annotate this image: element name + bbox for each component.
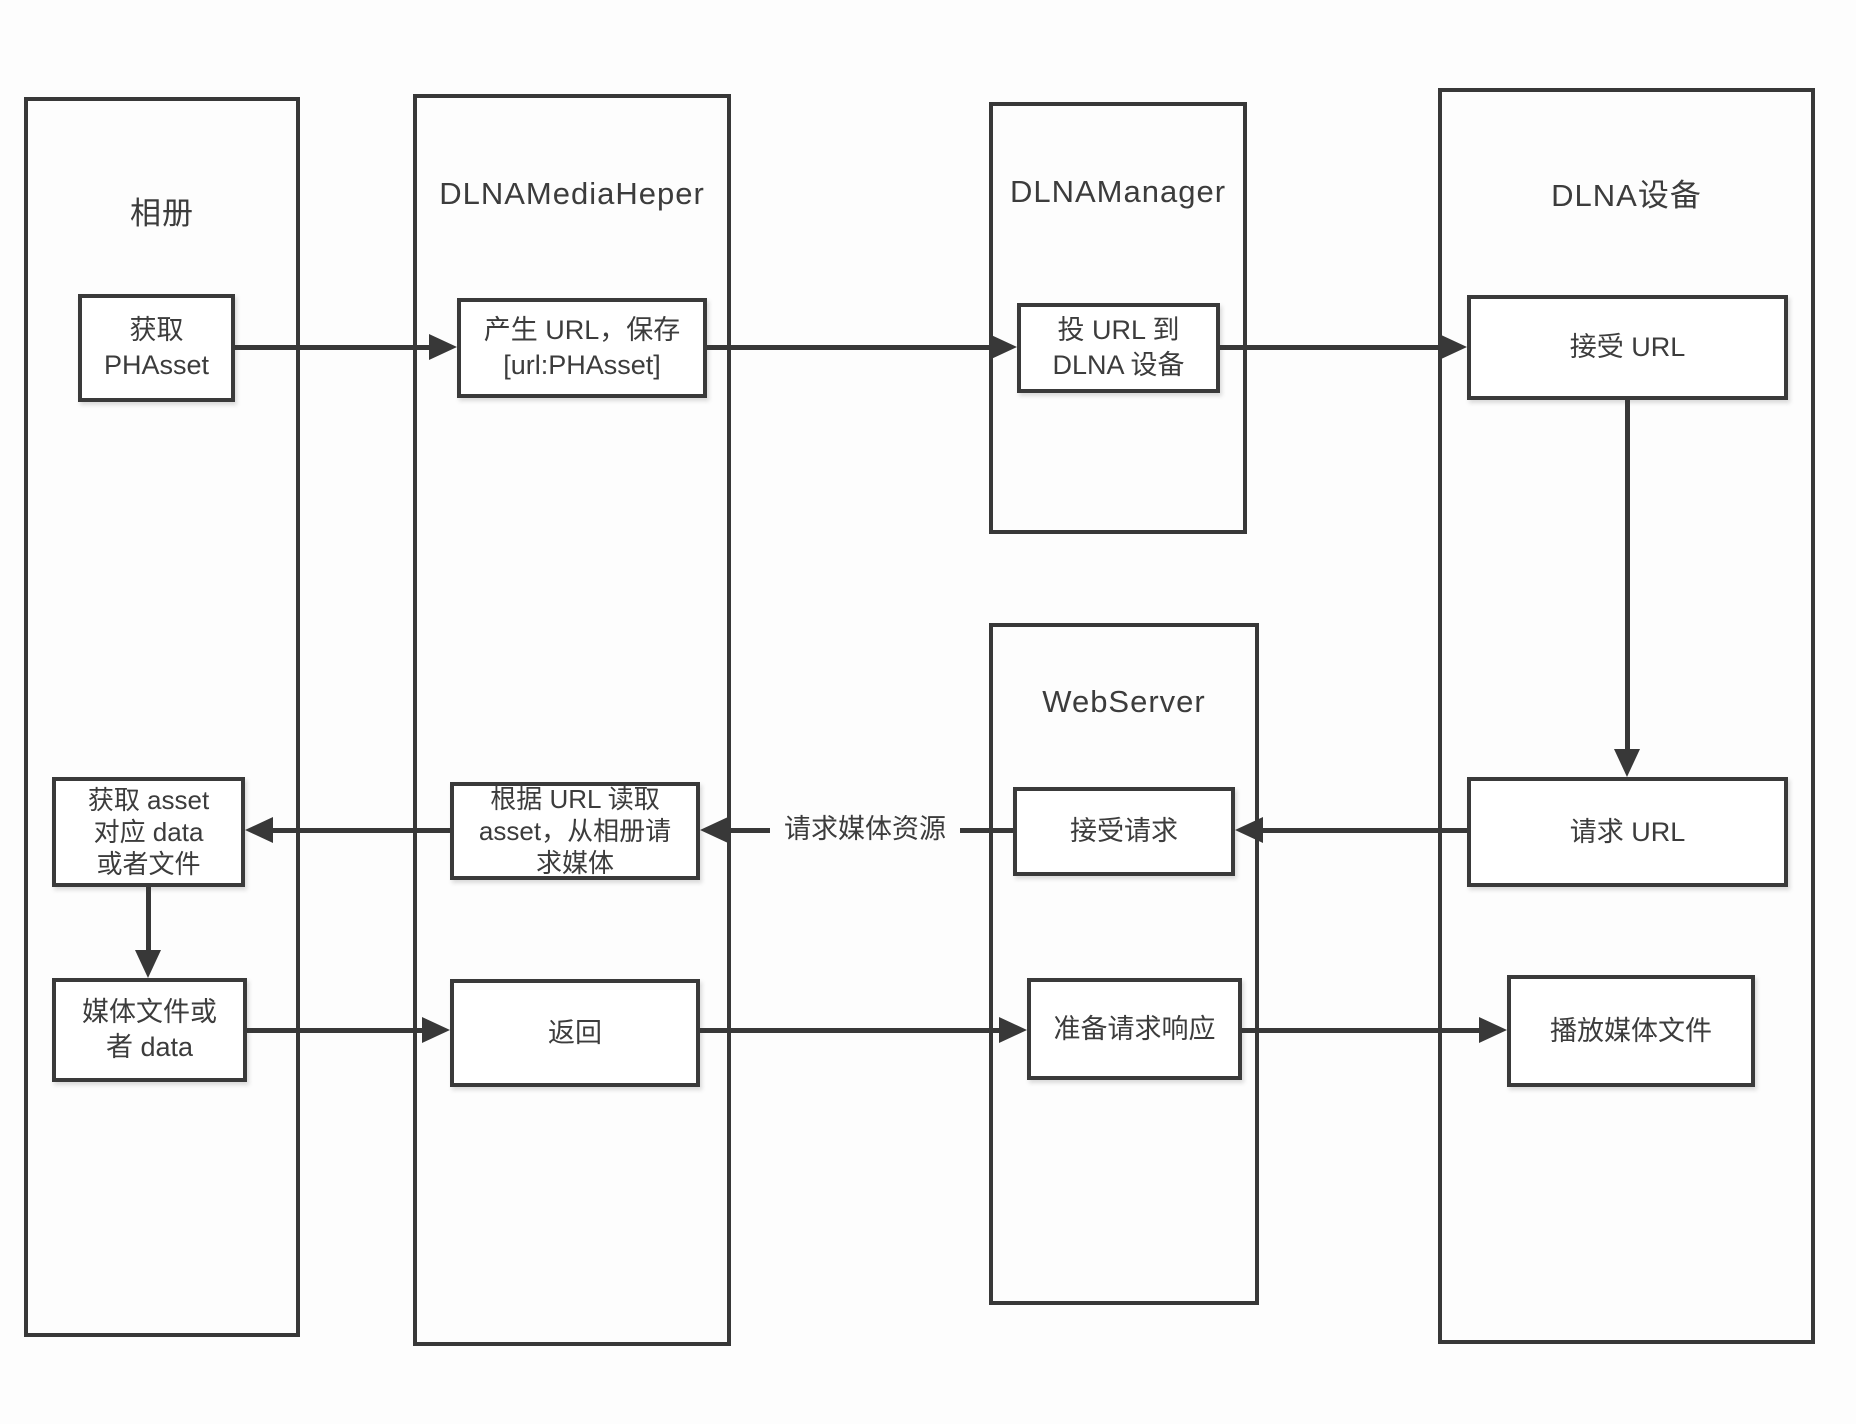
arrow-receive-url-to-request-url-head bbox=[1614, 749, 1640, 777]
arrow-prepare-response-to-play-media-line bbox=[1242, 1028, 1481, 1033]
arrow-get-phasset-to-generate-url-line bbox=[235, 345, 431, 350]
arrow-request-url-to-receive-request-head bbox=[1235, 817, 1263, 843]
lane-title-album: 相册 bbox=[130, 196, 194, 231]
lane-title-media-helper: DLNAMediaHeper bbox=[439, 176, 705, 211]
arrow-get-asset-data-to-media-file-line bbox=[146, 887, 151, 952]
arrow-return-to-prepare-response-line bbox=[700, 1028, 1001, 1033]
lane-title-web-server: WebServer bbox=[1042, 684, 1206, 719]
arrow-read-asset-to-get-asset-data-head bbox=[245, 817, 273, 843]
box-cast-url: 投 URL 到 DLNA 设备 bbox=[1017, 303, 1220, 393]
box-play-media-file: 播放媒体文件 bbox=[1507, 975, 1755, 1087]
lane-title-dlna-device: DLNA设备 bbox=[1551, 178, 1702, 213]
box-receive-url: 接受 URL bbox=[1467, 295, 1788, 400]
edge-label-request-media-resource: 请求媒体资源 bbox=[770, 806, 960, 852]
arrow-receive-url-to-request-url-line bbox=[1625, 400, 1630, 751]
arrow-cast-url-to-receive-url-line bbox=[1220, 345, 1441, 350]
arrow-receive-request-to-read-asset-head bbox=[700, 817, 728, 843]
lane-title-dlna-manager: DLNAManager bbox=[1009, 174, 1227, 209]
box-get-asset-data: 获取 asset 对应 data 或者文件 bbox=[52, 777, 245, 887]
arrow-get-asset-data-to-media-file-head bbox=[135, 950, 161, 978]
box-return: 返回 bbox=[450, 979, 700, 1087]
box-media-file-or-data: 媒体文件或 者 data bbox=[52, 978, 247, 1082]
box-get-phasset: 获取 PHAsset bbox=[78, 294, 235, 402]
arrow-media-file-to-return-line bbox=[247, 1028, 422, 1033]
lane-dlna-device bbox=[1438, 88, 1815, 1344]
lane-web-server bbox=[989, 623, 1259, 1305]
arrow-generate-url-to-cast-url-line bbox=[707, 345, 991, 350]
box-generate-url: 产生 URL，保存 [url:PHAsset] bbox=[457, 298, 707, 398]
box-request-url: 请求 URL bbox=[1467, 777, 1788, 887]
box-receive-request: 接受请求 bbox=[1013, 787, 1235, 876]
lane-media-helper bbox=[413, 94, 731, 1346]
arrow-get-phasset-to-generate-url-head bbox=[429, 334, 457, 360]
arrow-cast-url-to-receive-url-head bbox=[1439, 334, 1467, 360]
lane-album bbox=[24, 97, 300, 1337]
arrow-request-url-to-receive-request-line bbox=[1261, 828, 1467, 833]
arrow-generate-url-to-cast-url-head bbox=[989, 334, 1017, 360]
box-read-asset: 根据 URL 读取 asset，从相册请 求媒体 bbox=[450, 782, 700, 880]
arrow-return-to-prepare-response-head bbox=[999, 1017, 1027, 1043]
arrow-media-file-to-return-head bbox=[422, 1017, 450, 1043]
box-prepare-response: 准备请求响应 bbox=[1027, 978, 1242, 1080]
lane-dlna-manager bbox=[989, 102, 1247, 534]
arrow-read-asset-to-get-asset-data-line bbox=[271, 828, 450, 833]
arrow-prepare-response-to-play-media-head bbox=[1479, 1017, 1507, 1043]
